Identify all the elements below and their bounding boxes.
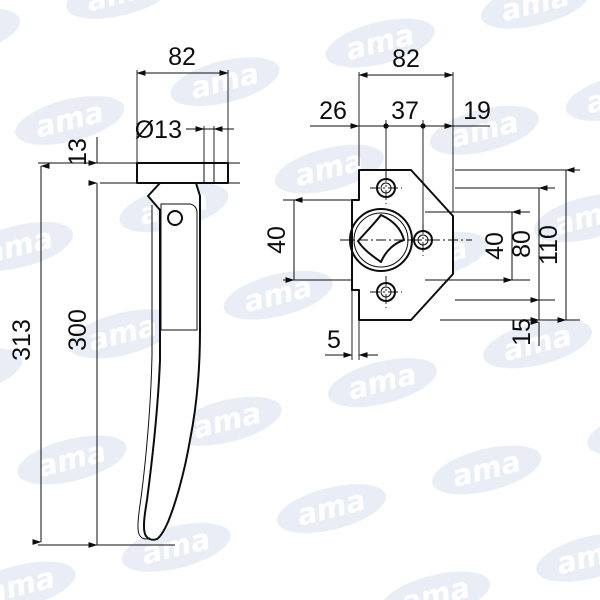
dim-label-side-5: 5 <box>327 326 341 354</box>
dim-label-side-82: 82 <box>392 45 420 73</box>
side-view-plate-outline <box>351 169 454 321</box>
dim-front-hole-d13: Ø13 <box>135 116 234 168</box>
front-view: 82 Ø13 13 3 <box>8 43 240 548</box>
dim-label-front-13: 13 <box>64 138 92 166</box>
side-view: 82 26 37 19 <box>263 45 580 360</box>
side-view-plate-thickness-wall <box>351 199 360 360</box>
dim-label-side-right-40: 40 <box>481 232 509 260</box>
dim-side-thickness-5: 5 <box>325 326 378 358</box>
dim-front-length-313: 313 <box>8 162 100 546</box>
dim-label-side-left-40: 40 <box>263 226 291 254</box>
dim-label-side-26: 26 <box>319 97 347 125</box>
dim-side-left-40: 40 <box>263 197 352 283</box>
dim-label-front-300: 300 <box>64 309 92 351</box>
dim-label-side-110: 110 <box>535 225 563 265</box>
dim-label-front-82: 82 <box>168 43 196 71</box>
dim-side-edge-15: 15 <box>440 300 555 346</box>
dim-label-front-d13: Ø13 <box>135 116 182 144</box>
dim-label-side-37: 37 <box>391 97 419 125</box>
dim-label-front-313: 313 <box>8 319 36 361</box>
dim-label-side-19: 19 <box>463 97 491 125</box>
dim-label-side-15: 15 <box>508 318 536 346</box>
dim-label-side-80: 80 <box>508 230 536 258</box>
